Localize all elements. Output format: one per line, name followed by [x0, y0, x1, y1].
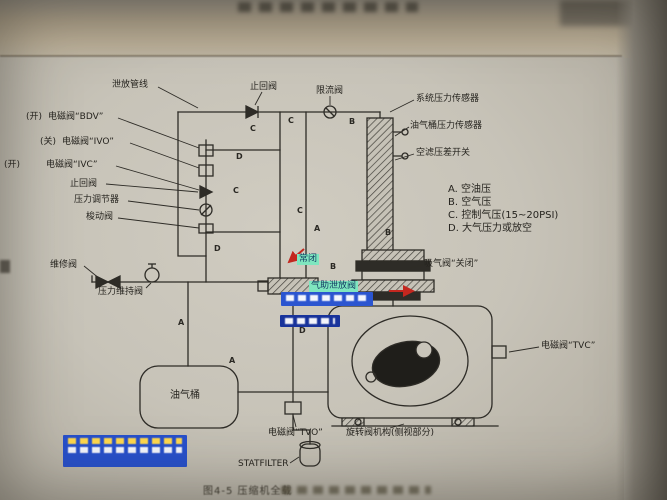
- label-solenoid-ivo: 电磁阀“IVO”: [62, 137, 114, 147]
- legend-line-d: D. 大气压力或放空: [448, 223, 533, 234]
- label-oil-gas-tank: 油气桶: [170, 390, 200, 401]
- legend-line-b: B. 空气压: [448, 197, 492, 208]
- label-blowdown-line: 泄放管线: [112, 80, 149, 90]
- highlight-air-assist-blowdown-valve: 气助泄放阀: [309, 281, 359, 292]
- page-crease: [0, 55, 622, 57]
- diagram-letter-D: D: [299, 326, 306, 335]
- diagram-letter-A: A: [314, 224, 321, 233]
- label-solenoid-ivc: 电磁阀“IVC”: [46, 160, 98, 170]
- figure-caption: 图4-5 压缩机全载: [203, 486, 293, 497]
- highlight-normally-closed: 常闭: [297, 254, 320, 265]
- label-flow-limit-valve: 限流阀: [316, 86, 344, 96]
- diagram-letter-A: A: [178, 318, 185, 327]
- label-solenoid-tvc: 电磁阀“TVC”: [541, 341, 596, 351]
- label-solenoid-bdv: 电磁阀“BDV”: [48, 112, 104, 122]
- label-ivc-state: (开): [4, 160, 21, 170]
- diagram-letter-C: C: [297, 206, 303, 215]
- watermark-fake-text: [286, 295, 368, 301]
- legend: A. 空油压 B. 空气压 C. 控制气压(15~20PSI) D. 大气压力或…: [448, 183, 558, 235]
- label-check-valve-left: 止回阀: [70, 179, 98, 189]
- label-pressure-regulator: 压力调节器: [74, 195, 120, 205]
- label-solenoid-tvo: 电磁阀“TVO”: [268, 428, 323, 438]
- legend-line-a: A. 空油压: [448, 184, 492, 195]
- leader-lines: [83, 86, 540, 464]
- label-service-valve: 维修阀: [50, 260, 78, 270]
- label-intake-valve-closed: 吸气阀“关闭”: [424, 259, 479, 269]
- label-tank-pressure-sensor: 油气桶压力传感器: [410, 121, 483, 131]
- watermark-strip-2: [280, 315, 340, 327]
- legend-line-c: C. 控制气压(15~20PSI): [448, 210, 559, 221]
- diagram-letter-C: C: [250, 124, 256, 133]
- label-rotary-valve-mechanism: 旋转阀机构(侧视部分): [346, 428, 435, 438]
- label-statfilter: STATFILTER: [238, 459, 289, 469]
- diagram-letter-A: A: [229, 356, 236, 365]
- components: [95, 104, 507, 467]
- diagram-letter-C: C: [233, 186, 239, 195]
- book-right-edge: [616, 0, 667, 500]
- watermark-fake-text: [68, 447, 182, 453]
- watermark-fake-text: [68, 438, 182, 444]
- red-annotation-arrows: [287, 248, 415, 297]
- label-system-pressure-sensor: 系统压力传感器: [416, 94, 480, 104]
- label-bdv-state: (开): [26, 112, 43, 122]
- label-air-filter-dp-switch: 空滤压差开关: [416, 148, 471, 158]
- watermark-strip-1: [281, 292, 373, 306]
- diagram-letter-B: B: [330, 262, 337, 271]
- diagram-letter-B: B: [349, 117, 356, 126]
- diagram-letter-B: B: [385, 228, 392, 237]
- watermark-fake-text: [285, 318, 335, 324]
- diagram-letter-D: D: [236, 152, 243, 161]
- label-shuttle-valve: 梭动阀: [86, 212, 114, 222]
- diagram-letter-D: D: [214, 244, 221, 253]
- label-check-valve-top: 止回阀: [250, 82, 278, 92]
- label-ivo-state: (关): [40, 137, 57, 147]
- watermark-box-bottom-left: [63, 435, 187, 467]
- diagram-letter-C: C: [288, 116, 294, 125]
- label-pressure-maintain-valve: 压力维持阀: [98, 287, 144, 297]
